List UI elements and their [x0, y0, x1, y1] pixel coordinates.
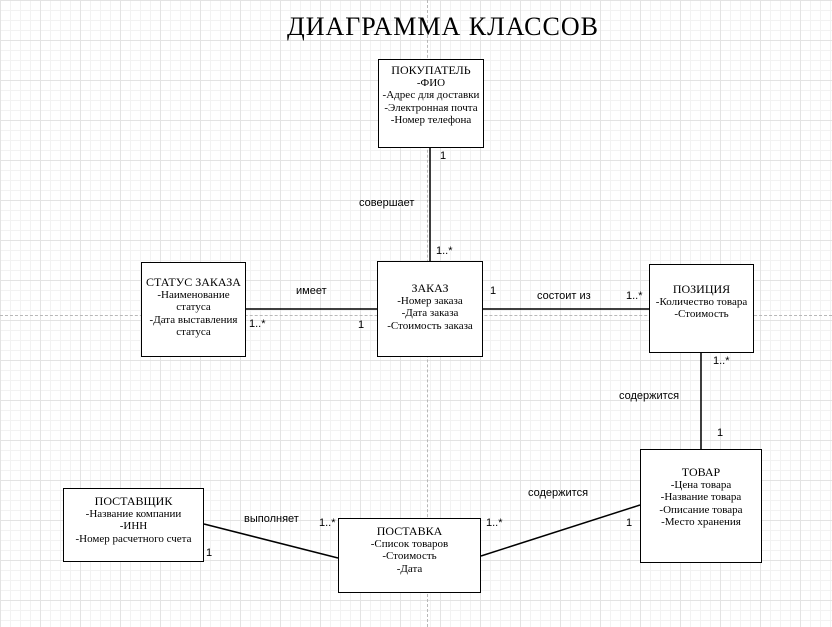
attribute: -Дата заказа	[401, 307, 459, 319]
class-name: ТОВАР	[681, 465, 721, 479]
attribute: -Номер расчетного счета	[75, 532, 192, 545]
attribute: -Название компании	[85, 507, 182, 520]
class-name: ПОСТАВЩИК	[94, 494, 173, 508]
attribute: -Описание товара	[659, 503, 743, 516]
multiplicity-label: 1	[440, 150, 447, 162]
attribute: -Электронная почта	[384, 101, 478, 114]
class-product[interactable]: ТОВАР -Цена товара -Название товара -Опи…	[640, 449, 762, 563]
attribute: -Дата	[396, 562, 423, 575]
attribute: статуса	[176, 301, 211, 313]
association-label: имеет	[296, 285, 327, 297]
class-position[interactable]: ПОЗИЦИЯ -Количество товара -Стоимость	[649, 264, 754, 353]
multiplicity-label: 1	[626, 517, 633, 529]
multiplicity-label: 1	[206, 547, 213, 559]
multiplicity-label: 1..*	[319, 517, 336, 529]
attribute: -Адрес для доставки	[382, 89, 480, 101]
class-name: СТАТУС ЗАКАЗА	[146, 275, 241, 289]
attribute: -ФИО	[416, 76, 446, 89]
multiplicity-label: 1..*	[713, 355, 730, 367]
attribute: -Количество товара	[655, 295, 748, 308]
attribute: -Место хранения	[661, 516, 741, 528]
diagram-title: ДИАГРАММА КЛАССОВ	[286, 12, 599, 41]
class-order-status[interactable]: СТАТУС ЗАКАЗА -Наименование статуса -Дат…	[141, 262, 246, 357]
association-label: выполняет	[244, 513, 299, 525]
attribute: -Номер телефона	[390, 114, 472, 126]
attribute: -Дата выставления	[149, 313, 238, 326]
multiplicity-label: 1..*	[249, 318, 266, 330]
association-label: содержится	[619, 390, 680, 402]
multiplicity-label: 1	[717, 427, 724, 439]
multiplicity-label: 1..*	[626, 290, 643, 302]
multiplicity-label: 1	[358, 319, 365, 331]
class-name: ПОКУПАТЕЛЬ	[391, 63, 471, 77]
attribute: -Номер заказа	[397, 294, 463, 307]
link-supplier-delivery[interactable]	[203, 523, 339, 559]
multiplicity-label: 1	[490, 285, 497, 297]
class-delivery[interactable]: ПОСТАВКА -Список товаров -Стоимость -Дат…	[338, 518, 481, 593]
attribute: -ИНН	[119, 520, 148, 532]
class-name: ЗАКАЗ	[411, 281, 449, 295]
class-order[interactable]: ЗАКАЗ -Номер заказа -Дата заказа -Стоимо…	[377, 261, 483, 357]
class-customer[interactable]: ПОКУПАТЕЛЬ -ФИО -Адрес для доставки -Эле…	[378, 59, 484, 148]
association-label: состоит из	[537, 290, 591, 302]
attribute: статуса	[176, 326, 211, 338]
class-name: ПОСТАВКА	[376, 524, 443, 538]
multiplicity-label: 1..*	[486, 517, 503, 529]
attribute: -Стоимость заказа	[387, 319, 473, 332]
attribute: -Название товара	[660, 491, 742, 503]
attribute: -Список товаров	[370, 537, 449, 550]
link-delivery-product[interactable]	[480, 504, 641, 557]
class-name: ПОЗИЦИЯ	[672, 282, 731, 296]
association-label: содержится	[528, 487, 589, 499]
multiplicity-label: 1..*	[436, 245, 453, 257]
attribute: -Наименование	[157, 288, 230, 301]
attribute: -Стоимость	[382, 550, 437, 562]
class-supplier[interactable]: ПОСТАВЩИК -Название компании -ИНН -Номер…	[63, 488, 204, 562]
attribute: -Стоимость	[674, 308, 729, 320]
attribute: -Цена товара	[670, 478, 732, 491]
association-label: совершает	[359, 197, 415, 209]
